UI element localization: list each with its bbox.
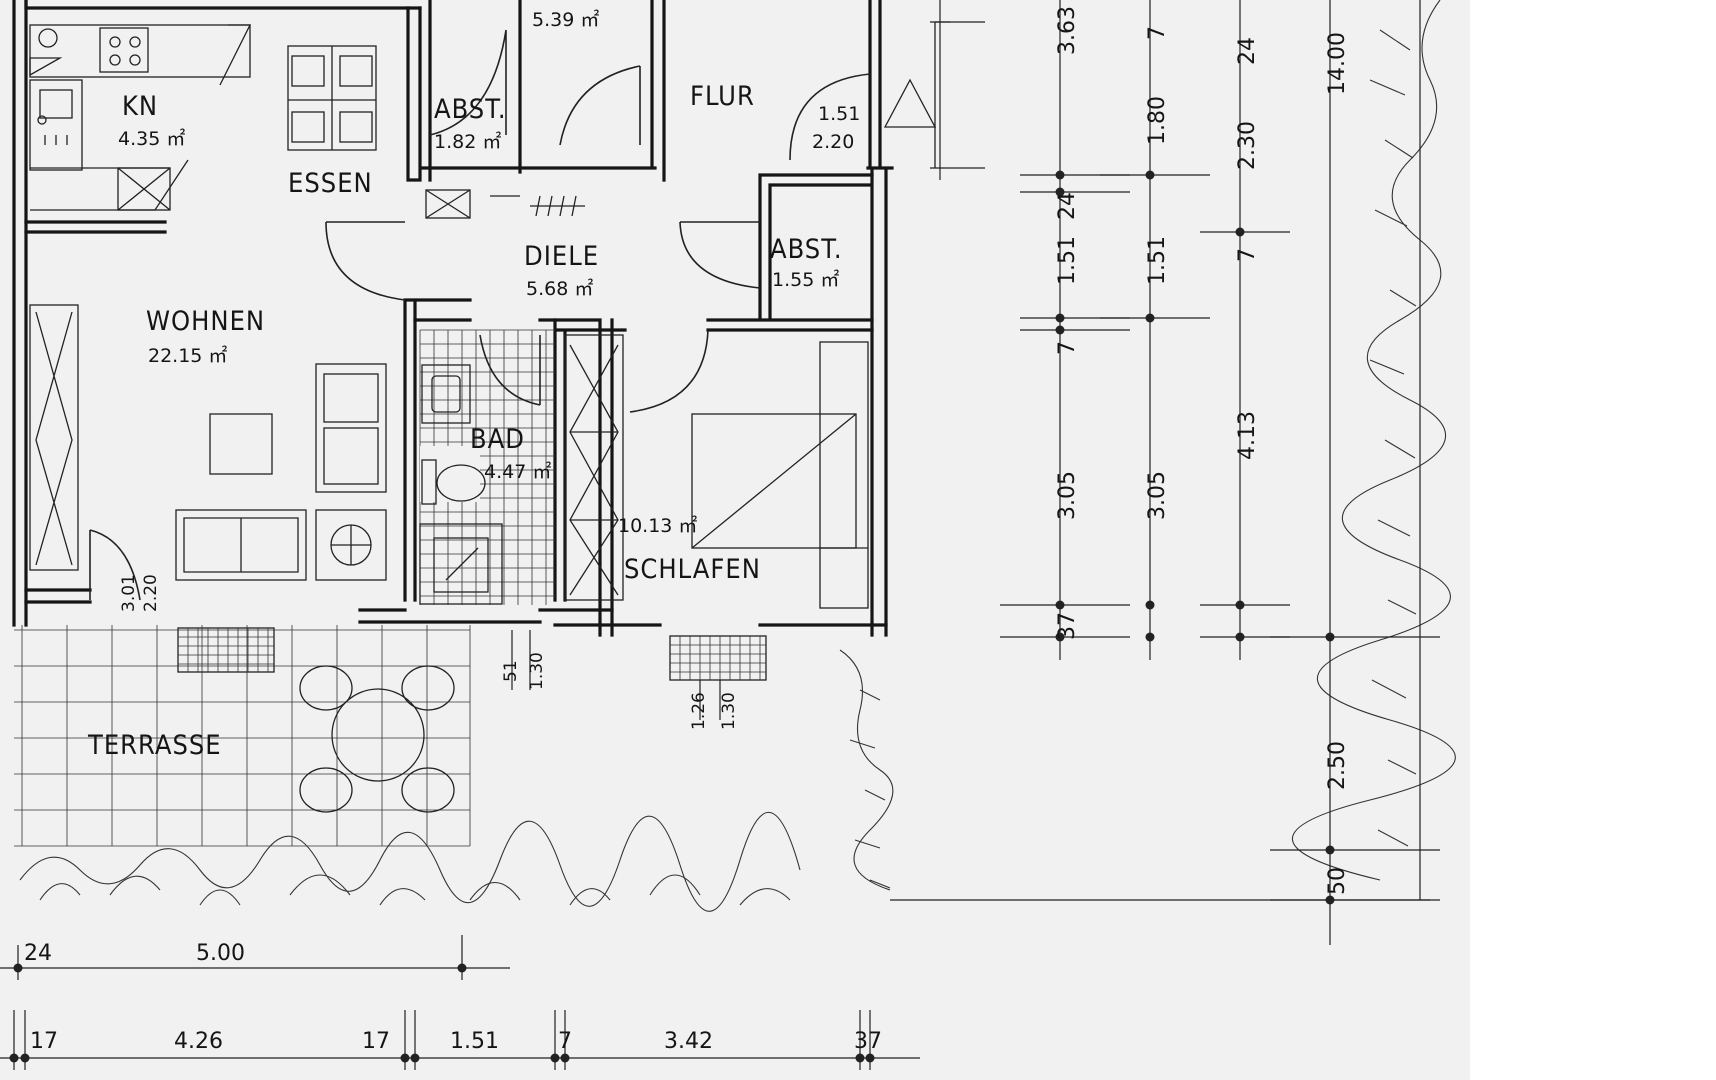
flur-door-height: 2.20 bbox=[812, 131, 854, 153]
dim-row2-2: 17 bbox=[362, 1029, 390, 1054]
dim-c1-5: 37 bbox=[1055, 612, 1080, 640]
doors bbox=[89, 29, 871, 601]
dim-row2-0: 17 bbox=[30, 1029, 58, 1054]
dim-row2-3: 1.51 bbox=[450, 1029, 499, 1054]
room-diele-name: DIELE bbox=[524, 241, 599, 272]
dim-c1-3: 7 bbox=[1055, 341, 1080, 355]
flur-door-width: 1.51 bbox=[818, 103, 860, 125]
dim-row2-1: 4.26 bbox=[174, 1029, 223, 1054]
room-schlafen-area: 10.13 ㎡ bbox=[618, 514, 697, 537]
living-room-furniture bbox=[29, 304, 387, 581]
dim-row1-1: 5.00 bbox=[196, 941, 245, 966]
bad-window-b: 1.30 bbox=[527, 652, 547, 690]
window-grilles bbox=[177, 627, 767, 681]
dim-c2-2: 1.51 bbox=[1145, 236, 1170, 285]
schlafen-window-a: 1.26 bbox=[689, 692, 709, 730]
dim-c1-1: 24 bbox=[1055, 192, 1080, 220]
room-schlafen-name: SCHLAFEN bbox=[624, 554, 761, 585]
dim-c2-1: 1.80 bbox=[1145, 96, 1170, 145]
dim-c2-3: 3.05 bbox=[1145, 471, 1170, 520]
room-abst1-area: 1.82 ㎡ bbox=[434, 130, 501, 153]
room-terrasse-name: TERRASSE bbox=[87, 730, 222, 761]
schlafen-window-b: 1.30 bbox=[719, 692, 739, 730]
dim-c4-0: 14.00 bbox=[1325, 32, 1350, 95]
dining-table bbox=[287, 45, 377, 151]
room-kn-area: 4.35 ㎡ bbox=[118, 127, 185, 150]
bathroom-fixtures bbox=[419, 329, 555, 605]
dim-c3-2: 7 bbox=[1235, 248, 1260, 262]
bad-window-a: 51 bbox=[501, 660, 521, 682]
dimension-lines-right bbox=[883, 0, 1440, 945]
room-bad-area: 4.47 ㎡ bbox=[484, 460, 551, 483]
dim-row2-6: 37 bbox=[854, 1029, 882, 1054]
dim-row2-4: 7 bbox=[558, 1029, 572, 1054]
garden-hatching bbox=[19, 0, 1456, 912]
room-wohnen-area: 22.15 ㎡ bbox=[148, 344, 227, 367]
room-top-area: 5.39 ㎡ bbox=[532, 8, 599, 31]
dim-c4-1: 2.50 bbox=[1325, 741, 1350, 790]
dim-c2-0: 7 bbox=[1145, 26, 1170, 40]
room-wohnen-name: WOHNEN bbox=[146, 306, 265, 337]
bed bbox=[691, 341, 869, 609]
terrace-door-height: 2.20 bbox=[141, 574, 161, 612]
dim-c3-3: 4.13 bbox=[1235, 411, 1260, 460]
dim-c3-0: 24 bbox=[1235, 37, 1260, 65]
room-flur-name: FLUR bbox=[690, 81, 755, 112]
room-abst2-name: ABST. bbox=[770, 234, 843, 265]
terrace bbox=[14, 625, 471, 847]
room-diele-area: 5.68 ㎡ bbox=[526, 277, 593, 300]
terrace-door-width: 3.01 bbox=[119, 574, 139, 612]
dim-row1-0: 24 bbox=[24, 941, 52, 966]
kitchen-fixtures bbox=[29, 24, 252, 211]
room-essen-name: ESSEN bbox=[288, 168, 373, 199]
room-kn-name: KN bbox=[122, 91, 158, 122]
dim-c1-2: 1.51 bbox=[1055, 236, 1080, 285]
shelf-diele bbox=[425, 189, 585, 219]
room-abst1-name: ABST. bbox=[434, 94, 507, 125]
dim-c1-4: 3.05 bbox=[1055, 471, 1080, 520]
wardrobe bbox=[564, 334, 624, 601]
dim-c1-0: 3.63 bbox=[1055, 6, 1080, 55]
room-abst2-area: 1.55 ㎡ bbox=[772, 268, 839, 291]
room-bad-name: BAD bbox=[470, 424, 525, 455]
dim-c3-1: 2.30 bbox=[1235, 121, 1260, 170]
north-triangle bbox=[883, 78, 937, 128]
dimension-lines-bottom bbox=[0, 630, 920, 1070]
dim-row2-5: 3.42 bbox=[664, 1029, 713, 1054]
dim-c4-2: 50 bbox=[1325, 867, 1350, 895]
